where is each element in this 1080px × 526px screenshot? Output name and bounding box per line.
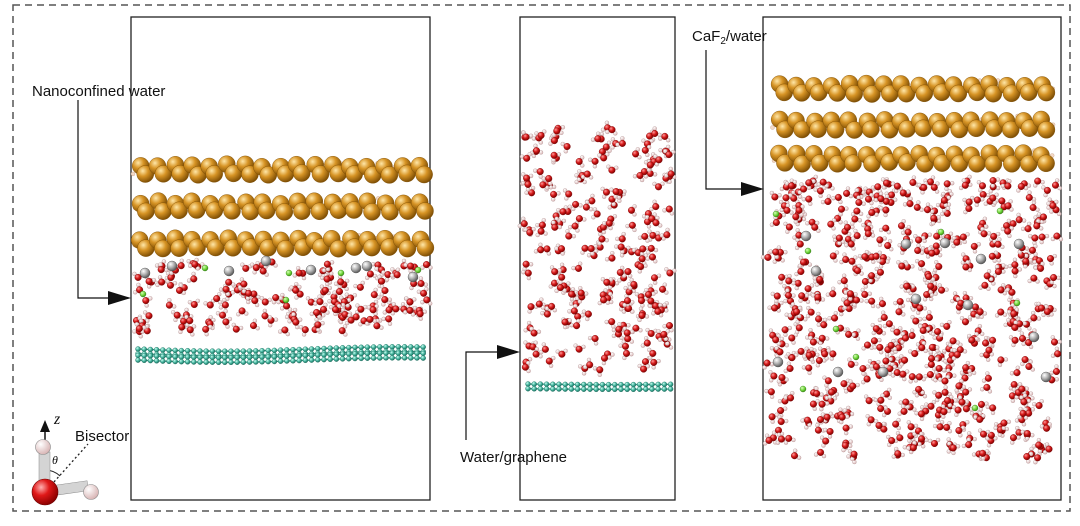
arrowhead-caf2-water bbox=[741, 182, 764, 196]
caf2-suffix: /water bbox=[725, 28, 767, 45]
caf2-prefix: CaF bbox=[692, 28, 721, 45]
label-water-graphene: Water/graphene bbox=[460, 449, 568, 466]
label-nanoconfined-water: Nanoconfined water bbox=[32, 83, 166, 100]
water-layer-1 bbox=[132, 255, 433, 339]
theta-label: θ bbox=[52, 453, 58, 467]
graphene-sheet-2 bbox=[525, 381, 674, 392]
arrowhead-nanoconfined bbox=[108, 291, 131, 305]
label-bisector: Bisector bbox=[75, 428, 130, 445]
panel-frame-water-graphene bbox=[519, 16, 676, 501]
arrow-caf2-water bbox=[705, 50, 744, 190]
arrowhead-water-graphene bbox=[497, 345, 520, 359]
outer-dashed-border bbox=[12, 4, 1071, 512]
atom-layers bbox=[130, 74, 1064, 465]
panel-frame-nanoconfined bbox=[130, 16, 431, 501]
label-caf2-water: CaF2/water bbox=[692, 28, 767, 47]
calcium-fluoride-slab-3 bbox=[770, 74, 1056, 173]
water-layer-2 bbox=[517, 120, 677, 377]
arrow-nanoconfined bbox=[77, 100, 112, 299]
bisector-schematic bbox=[31, 420, 99, 506]
water-layer-3 bbox=[760, 174, 1064, 465]
calcium-fluoride-slab-1 bbox=[130, 155, 435, 258]
arrow-water-graphene bbox=[465, 351, 500, 440]
caf2-subscript: 2 bbox=[720, 36, 726, 47]
graphene-sheet-1 bbox=[135, 344, 426, 365]
z-axis-label: z bbox=[54, 411, 61, 428]
